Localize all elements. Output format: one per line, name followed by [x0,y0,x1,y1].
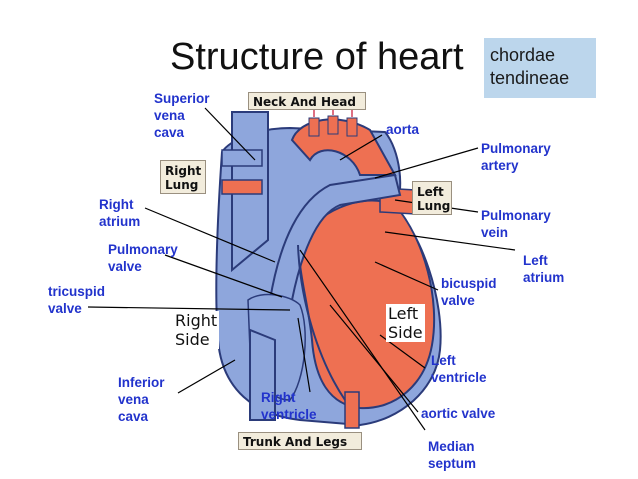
page-title: Structure of heart [170,36,464,78]
septum [297,244,346,401]
label-superior-vena-cava: Superior vena cava [154,91,210,140]
label-median-septum: Median septum [428,439,477,471]
label-tricuspid-valve: tricuspid valve [48,284,106,316]
neck-artery-1 [308,117,320,137]
label-pulmonary-vein: Pulmonary vein [481,208,551,240]
right-pulmonary-vein [221,179,263,195]
neck-artery-2 [327,115,339,135]
callout-line-1: chordae [490,45,556,65]
right-lung-box: Right Lung [160,160,206,194]
neck-artery-3 [346,117,358,137]
inferior-vena-cava [249,328,276,421]
descending-aorta [344,391,360,429]
chordae-tendineae-callout: chordae tendineae [484,38,596,98]
pulmonary-trunk [268,173,402,301]
right-pulmonary-artery [221,149,263,167]
label-left-ventricle: Left ventricle [431,353,487,385]
label-bicuspid-valve: bicuspid valve [441,276,497,308]
label-right-ventricle: Right ventricle [261,390,317,422]
label-aorta: aorta [386,122,420,137]
label-pulmonary-artery: Pulmonary artery [481,141,551,173]
leader-lines [87,107,516,431]
trunk-and-legs-box: Trunk And Legs [238,432,362,450]
neck-and-head-box: Neck And Head [248,92,366,110]
label-aortic-valve: aortic valve [421,406,496,421]
callout-line-2: tendineae [490,68,570,88]
label-pulmonary-valve: Pulmonary valve [108,242,178,274]
label-inferior-vena-cava: Inferior vena cava [118,375,165,424]
label-right-atrium: Right atrium [99,197,141,229]
label-left-atrium: Left atrium [523,253,565,285]
left-lung-box: Left Lung [412,181,452,215]
left-side-label: Left Side [386,304,425,342]
right-side-label: Right Side [173,311,220,349]
